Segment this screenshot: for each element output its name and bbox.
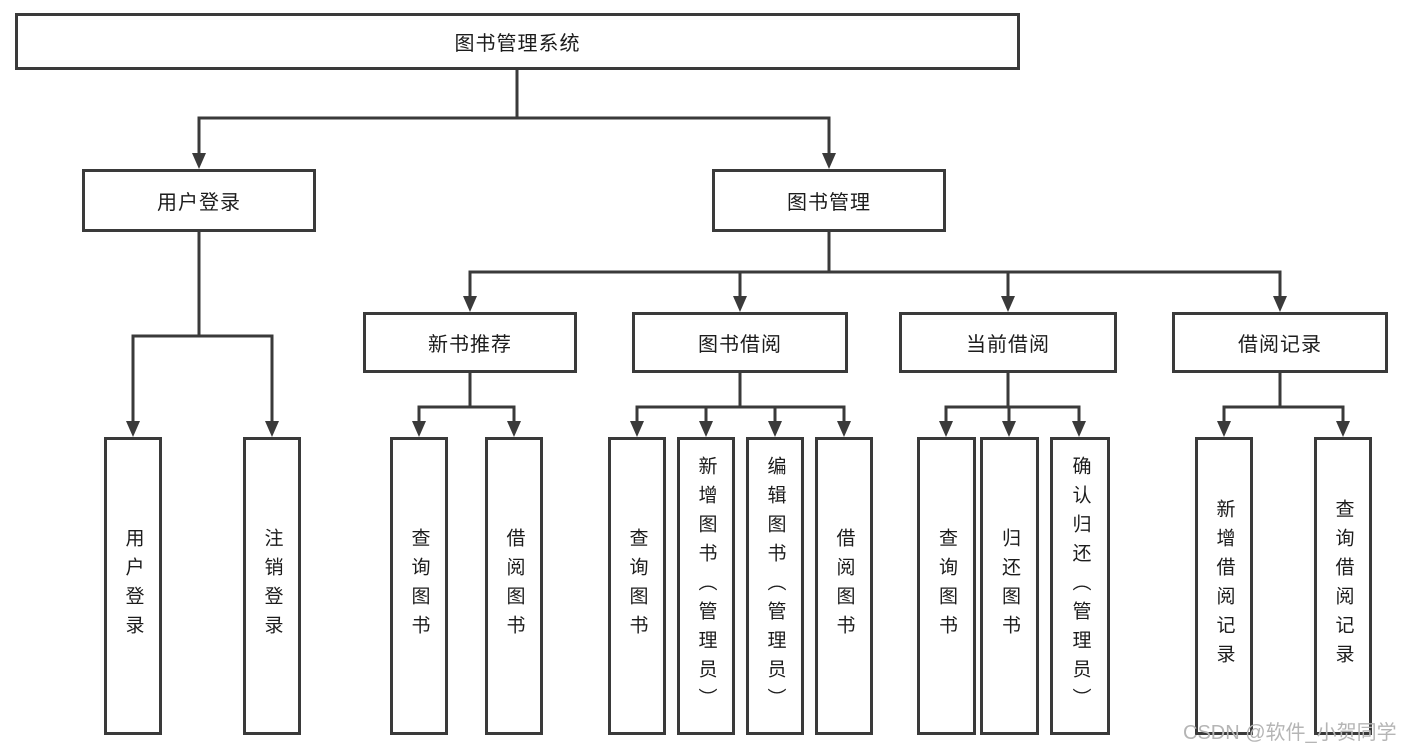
node-current-borrow: 当前借阅 — [899, 312, 1117, 373]
node-add-borrow-record: 新增借阅记录 — [1195, 437, 1253, 735]
node-user-login: 用户登录 — [82, 169, 316, 232]
node-query-books-current: 查询图书 — [917, 437, 976, 735]
node-return-book: 归还图书 — [980, 437, 1039, 735]
node-query-books-recommend: 查询图书 — [390, 437, 448, 735]
csdn-watermark: CSDN @软件_小贺同学 — [1183, 722, 1397, 744]
node-borrow-books-recommend: 借阅图书 — [485, 437, 543, 735]
node-root-system: 图书管理系统 — [15, 13, 1020, 70]
node-query-borrow-record: 查询借阅记录 — [1314, 437, 1372, 735]
node-borrow-books-leaf: 借阅图书 — [815, 437, 873, 735]
node-query-books-borrow: 查询图书 — [608, 437, 666, 735]
node-edit-book-admin: 编辑图书（管理员） — [746, 437, 804, 735]
node-book-borrow: 图书借阅 — [632, 312, 848, 373]
node-book-management: 图书管理 — [712, 169, 946, 232]
node-logout-leaf: 注销登录 — [243, 437, 301, 735]
node-user-login-leaf: 用户登录 — [104, 437, 162, 735]
node-confirm-return-admin: 确认归还（管理员） — [1050, 437, 1110, 735]
node-borrow-records: 借阅记录 — [1172, 312, 1388, 373]
node-new-book-recommend: 新书推荐 — [363, 312, 577, 373]
node-add-book-admin: 新增图书（管理员） — [677, 437, 735, 735]
